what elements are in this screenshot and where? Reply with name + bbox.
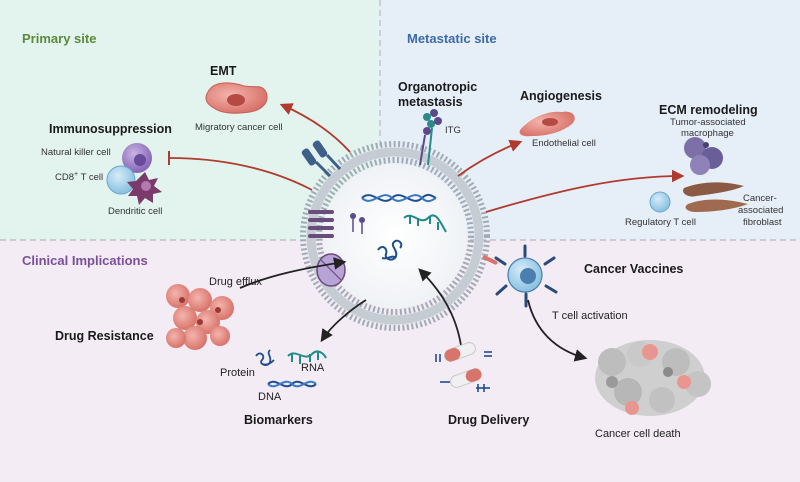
itg-label: ITG [445, 125, 461, 136]
arrow-drug-delivery [418, 268, 463, 353]
migratory-cell-label: Migratory cancer cell [195, 122, 283, 133]
tumor-associated-macrophage-icon [684, 137, 723, 175]
nk-cell-label: Natural killer cell [41, 147, 111, 158]
cancer-cell-death-label: Cancer cell death [595, 428, 681, 440]
arrow-to-emt [279, 103, 351, 153]
rna-icon [403, 214, 447, 233]
dendritic-cell-icon [127, 172, 162, 205]
arrow-immunosuppression [169, 157, 313, 191]
cancer-vaccines-label: Cancer Vaccines [584, 262, 684, 276]
immunosuppression-label: Immunosuppression [49, 122, 172, 136]
dendritic-cell-label: Dendritic cell [108, 206, 163, 217]
cancer-associated-fibroblast-icon [683, 182, 748, 212]
capsule-icon [435, 342, 492, 392]
protein-biomarker-icon [255, 349, 275, 366]
t-cell-activation-label: T cell activation [552, 310, 628, 322]
protein-label: Protein [220, 367, 255, 379]
emt-label: EMT [210, 64, 237, 78]
efflux-pump-icon [316, 253, 346, 287]
clinical-implications-title: Clinical Implications [22, 253, 148, 268]
natural-killer-cell-icon [122, 143, 152, 173]
migratory-cancer-cell-icon [205, 82, 268, 114]
cancer-cell-death-icon [595, 340, 711, 416]
receptor-pair-icon [301, 140, 342, 178]
cd8-t-cell-icon [106, 165, 136, 195]
caf-label-3: fibroblast [743, 217, 782, 228]
protein-icon [377, 239, 403, 261]
caf-label-2: associated [738, 205, 784, 216]
drug-efflux-label: Drug efflux [209, 276, 262, 288]
caf-label-1: Cancer- [743, 193, 777, 204]
dna-icon [361, 193, 437, 203]
ecm-remodeling-label: ECM remodeling [659, 103, 758, 117]
regulatory-t-cell-icon [649, 191, 671, 213]
arrow-t-activation [527, 299, 588, 362]
transporter-icon [308, 210, 334, 238]
arrow-ecm [485, 169, 685, 213]
integrin-icon [419, 109, 442, 166]
rna-label: RNA [301, 362, 325, 374]
cd8-cell-label: CD8+ T cell [55, 171, 104, 184]
angiogenesis-label: Angiogenesis [520, 89, 602, 103]
receptor-icon [350, 213, 365, 234]
biomarkers-label: Biomarkers [244, 413, 313, 427]
drug-resistance-label: Drug Resistance [55, 329, 154, 343]
treg-label: Regulatory T cell [625, 217, 696, 228]
arrow-drug-efflux [239, 257, 347, 289]
tam-label-2: macrophage [681, 128, 734, 139]
t-cell-icon [494, 244, 558, 308]
endothelial-cell-label: Endothelial cell [532, 138, 596, 149]
dna-label: DNA [258, 391, 282, 403]
tam-label-1: Tumor-associated [670, 117, 746, 128]
organotropic-label-1: Organotropic [398, 80, 478, 94]
metastatic-site-title: Metastatic site [407, 31, 497, 46]
arrow-angiogenesis [457, 139, 523, 177]
drug-delivery-label: Drug Delivery [448, 413, 530, 427]
primary-site-title: Primary site [22, 31, 97, 46]
drug-resistant-cancer-cells-icon [166, 284, 234, 350]
endothelial-cell-icon [519, 111, 575, 137]
membrane-probe [482, 255, 498, 265]
dna-biomarker-icon [267, 380, 317, 388]
organotropic-label-2: metastasis [398, 95, 463, 109]
arrow-biomarkers [320, 299, 367, 343]
rna-biomarker-icon [287, 350, 327, 364]
